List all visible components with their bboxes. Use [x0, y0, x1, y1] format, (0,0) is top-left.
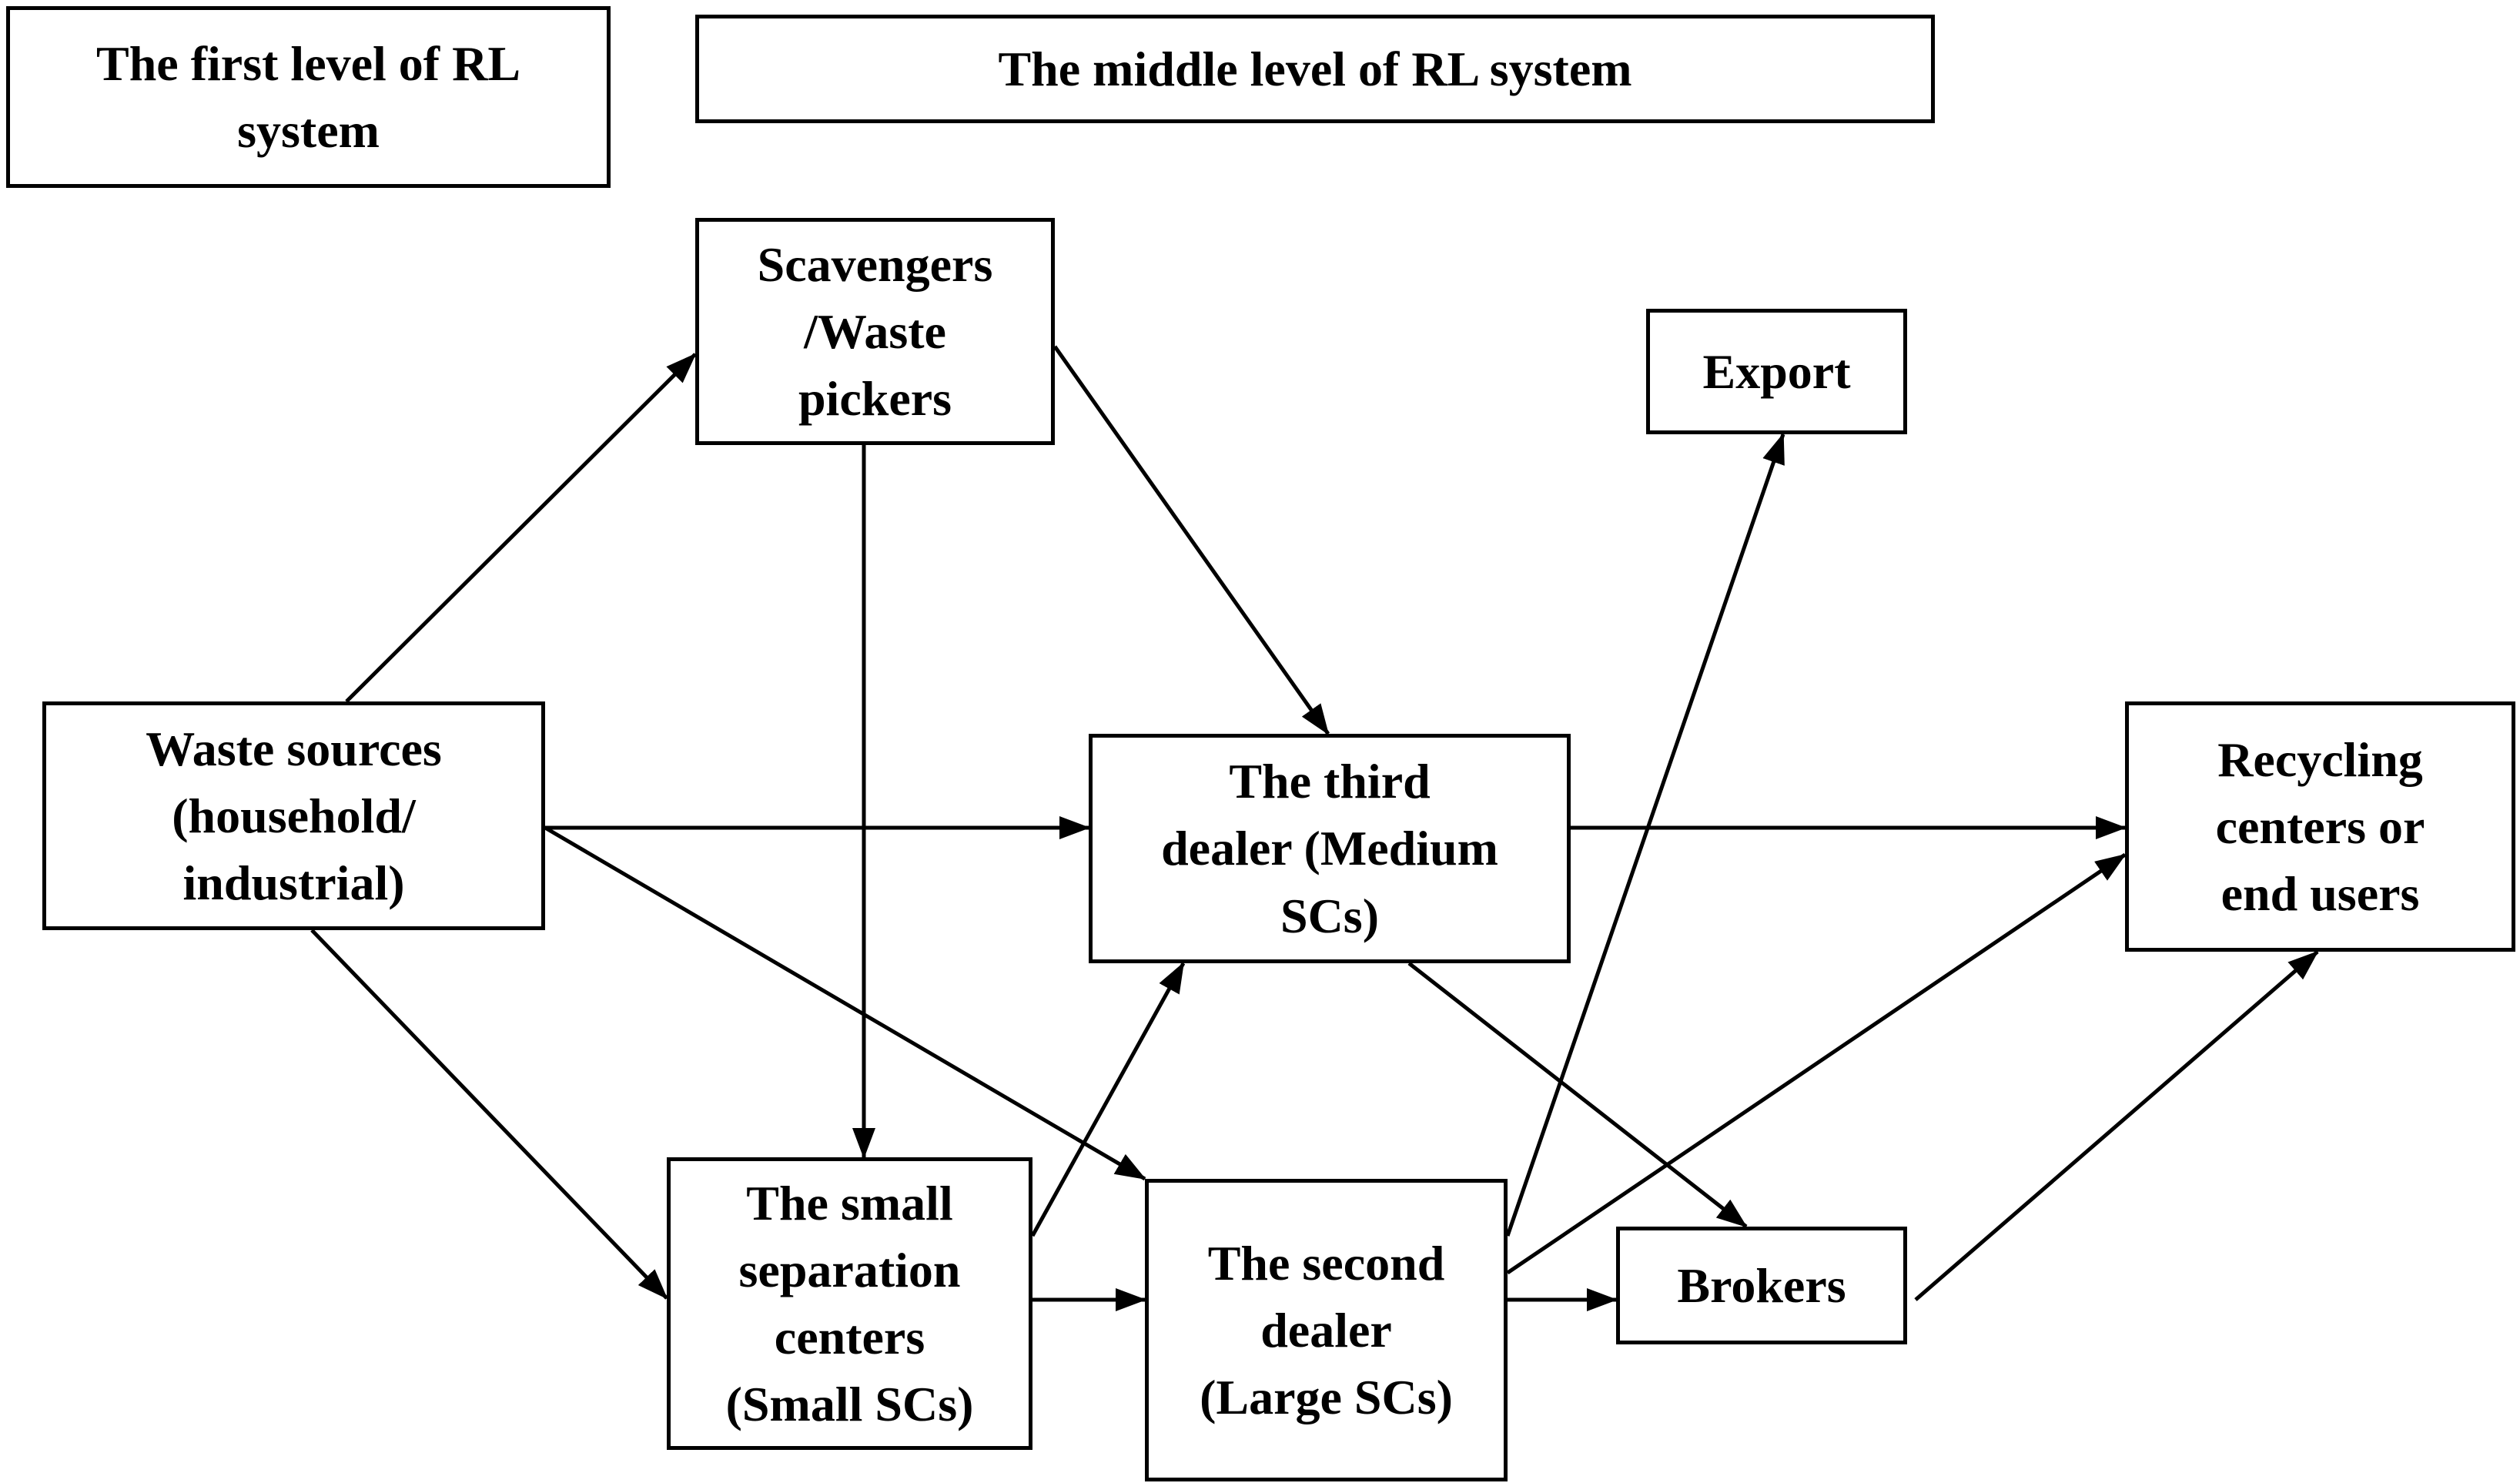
arrow-second-dealer-to-export	[1505, 433, 1785, 1237]
node-recycling: Recycling centers or end users	[2125, 701, 2515, 952]
node-small-centers: The small separation centers (Small SCs)	[667, 1157, 1032, 1450]
middle-level-header-text: The middle level of RL system	[998, 41, 1632, 96]
middle-level-header: The middle level of RL system	[695, 15, 1935, 123]
node-export-label: Export	[1702, 343, 1851, 399]
node-second-dealer: The second dealer (Large SCs)	[1145, 1179, 1508, 1481]
arrow-brokers-to-recycling	[1914, 950, 2319, 1301]
node-waste-sources: Waste sources (household/ industrial)	[42, 701, 545, 930]
node-export: Export	[1646, 309, 1907, 434]
node-brokers-label: Brokers	[1677, 1257, 1846, 1313]
node-third-dealer: The third dealer (Medium SCs)	[1089, 734, 1571, 963]
arrow-scavengers-to-third-dealer	[1053, 345, 1330, 735]
arrow-small-centers-to-third-dealer	[1030, 962, 1186, 1237]
node-brokers: Brokers	[1616, 1227, 1907, 1344]
node-third-dealer-label: The third dealer (Medium SCs)	[1161, 754, 1498, 943]
arrow-third-dealer-to-brokers	[1407, 962, 1748, 1228]
node-scavengers-label: Scavengers /Waste pickers	[757, 236, 993, 427]
arrow-second-dealer-to-recycling	[1506, 852, 2127, 1275]
arrow-waste-sources-to-second-dealer	[544, 825, 1146, 1181]
node-waste-sources-label: Waste sources (household/ industrial)	[146, 721, 442, 911]
first-level-header-text: The first level of RL system	[96, 35, 520, 158]
node-second-dealer-label: The second dealer (Large SCs)	[1200, 1235, 1453, 1425]
arrow-waste-sources-to-scavengers	[345, 353, 697, 703]
node-scavengers: Scavengers /Waste pickers	[695, 218, 1055, 445]
node-small-centers-label: The small separation centers (Small SCs)	[725, 1175, 974, 1432]
first-level-header: The first level of RL system	[6, 6, 611, 188]
arrow-waste-sources-to-small-centers	[310, 929, 668, 1300]
node-recycling-label: Recycling centers or end users	[2215, 731, 2425, 922]
